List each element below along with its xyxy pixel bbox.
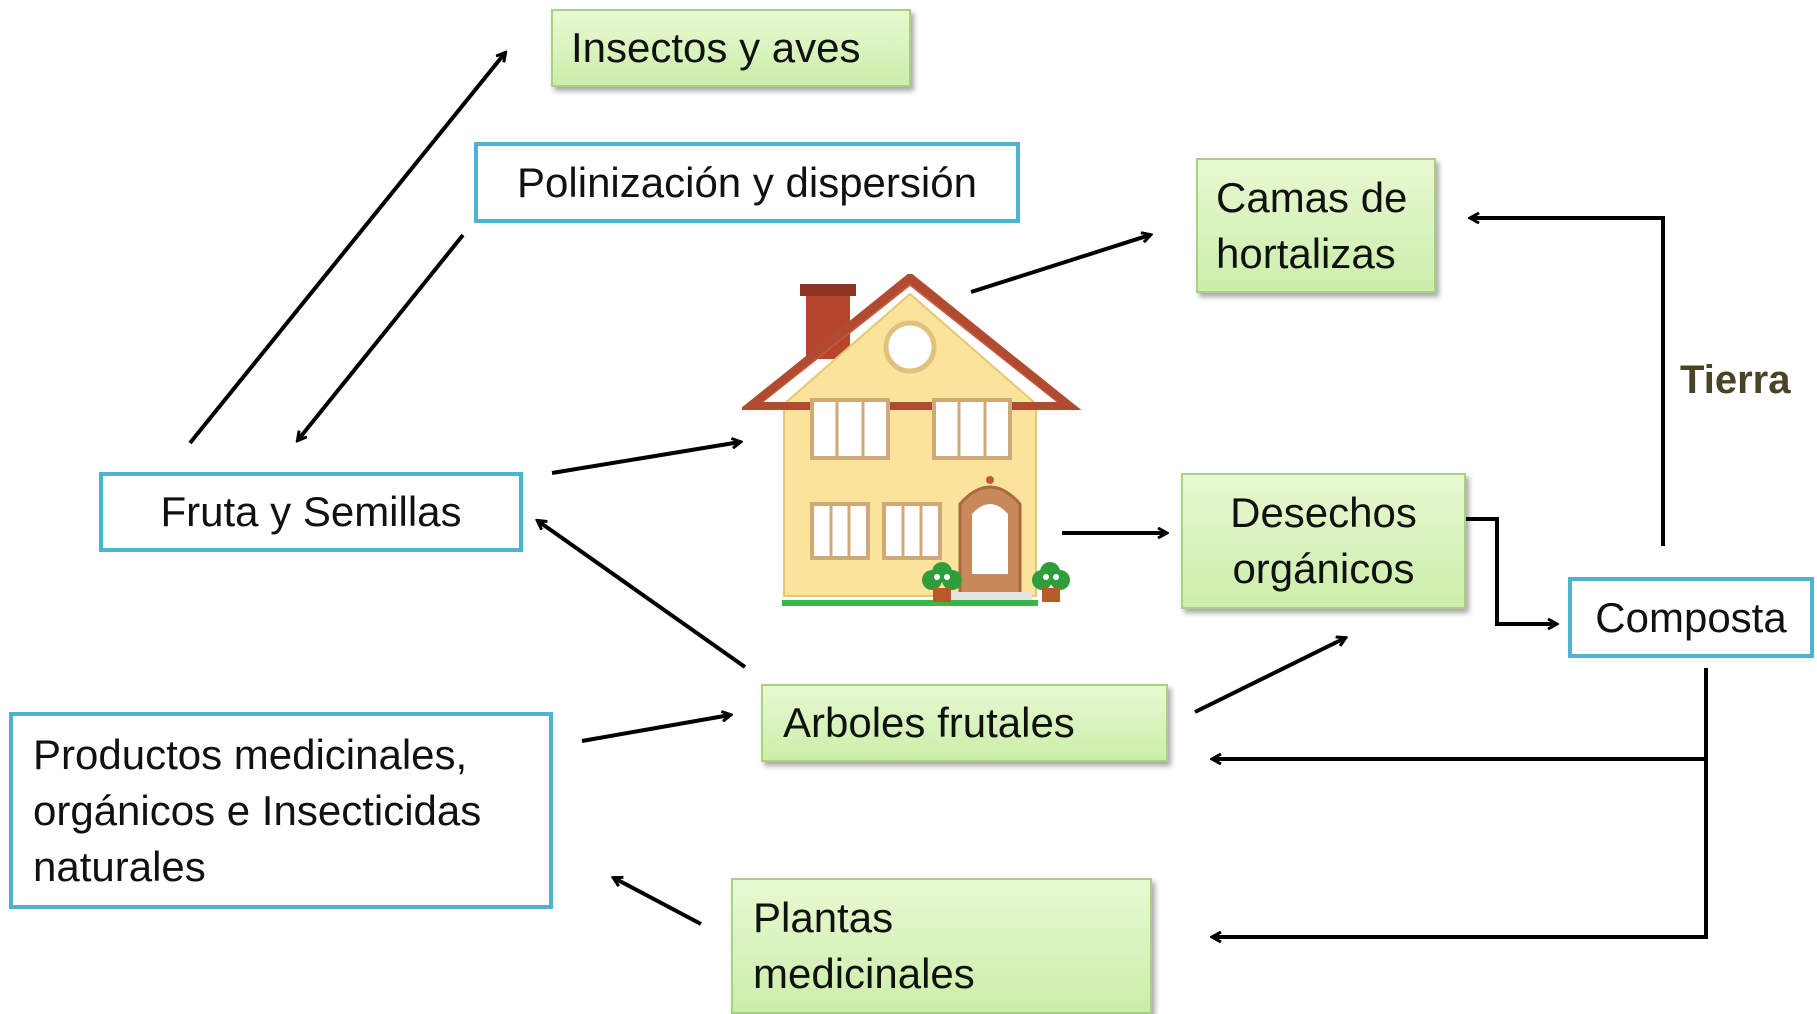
house-icon [742,274,1082,606]
node-plantas-medicinales: Plantas medicinales [731,878,1152,1014]
node-label-line: Productos medicinales, [33,730,468,778]
node-label: Insectos y aves [571,24,861,71]
node-insectos-y-aves: Insectos y aves [551,9,911,87]
node-fruta-y-semillas: Fruta y Semillas [99,472,523,552]
node-label: Fruta y Semillas [160,488,462,535]
node-camas-de-hortalizas: Camas de hortalizas [1196,158,1436,293]
arrow-composta-to-plantas [1213,759,1708,937]
arrow-desechos-to-composta [1437,517,1556,624]
arrow-plantas-to-productos [614,878,702,926]
arrow-house-to-camas [970,235,1150,294]
node-composta: Composta [1568,577,1814,658]
node-label-line: orgánicos [1232,545,1415,592]
arrow-fruta-to-house [551,442,740,475]
node-label-line: Desechos [1230,489,1417,536]
node-label: Arboles frutales [783,699,1075,746]
node-label-line: hortalizas [1216,229,1396,277]
node-label: Polinización y dispersión [517,158,977,206]
arrow-arboles-to-fruta [538,521,747,669]
node-label-line: orgánicos e Insecticidas [33,786,482,834]
arrow-fruta-to-insectos [188,53,505,445]
node-desechos-organicos: Desechos orgánicos [1181,473,1466,609]
arrow-composta-to-camas [1471,218,1665,546]
node-label-line: naturales [33,842,206,890]
node-arboles-frutales: Arboles frutales [761,684,1168,762]
node-label-line: Plantas [753,894,894,941]
node-productos-medicinales: Productos medicinales, orgánicos e Insec… [9,712,553,909]
arrow-polinizacion-to-fruta [298,233,465,440]
arrow-productos-to-arboles [581,715,730,743]
arrow-composta-to-arboles [1213,668,1708,759]
node-label-line: medicinales [753,950,975,997]
node-polinizacion-y-dispersion: Polinización y dispersión [474,142,1020,223]
arrow-arboles-to-desechos [1194,638,1345,714]
edge-label-tierra: Tierra [1680,358,1791,402]
node-label-line: Camas de [1216,173,1408,221]
node-label: Composta [1595,593,1787,641]
